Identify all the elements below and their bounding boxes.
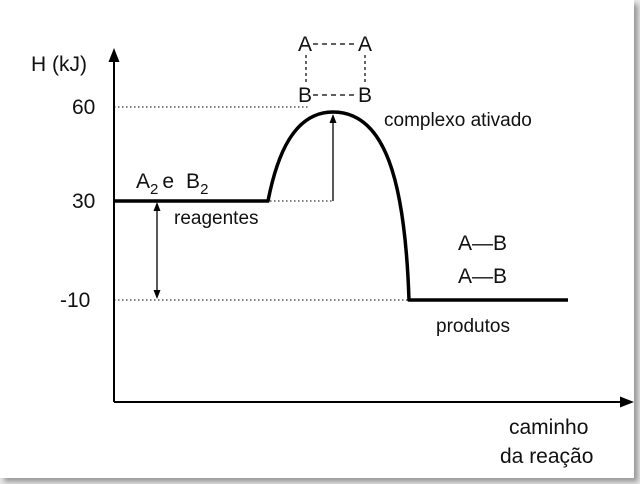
chart-frame [0,0,634,478]
x-axis-label-line1: caminho [509,416,588,439]
reactant-a: A [136,170,150,193]
products-formula-2: A—B [458,265,507,288]
complex-atom-bottom-left: B [298,84,312,107]
reactant-b: B [186,170,200,193]
complex-atom-top-left: A [298,33,312,56]
delta-h-arrowhead-down [153,290,161,299]
y-tick-label-30: 30 [72,190,95,213]
reactant-b-subscript: 2 [200,181,208,198]
delta-h-arrowhead-up [153,202,161,211]
activation-energy-arrowhead [329,114,337,123]
reactants-label: reagentes [174,208,259,229]
energy-curve [114,110,568,302]
x-axis-arrow [620,396,634,408]
products-formula-1: A—B [458,232,507,255]
reactant-a-subscript: 2 [150,181,158,198]
y-tick-label-minus10: -10 [60,289,90,312]
products-label: produtos [436,316,510,337]
complex-atom-top-right: A [358,33,372,56]
reactants-conjunction: e [162,170,174,193]
y-axis-label: H (kJ) [31,53,87,76]
y-axis-arrow [108,48,120,62]
y-tick-label-60: 60 [72,96,95,119]
x-axis-label-line2: da reação [500,445,593,468]
complex-atom-bottom-right: B [358,84,372,107]
activated-complex-label: complexo ativado [384,110,532,131]
